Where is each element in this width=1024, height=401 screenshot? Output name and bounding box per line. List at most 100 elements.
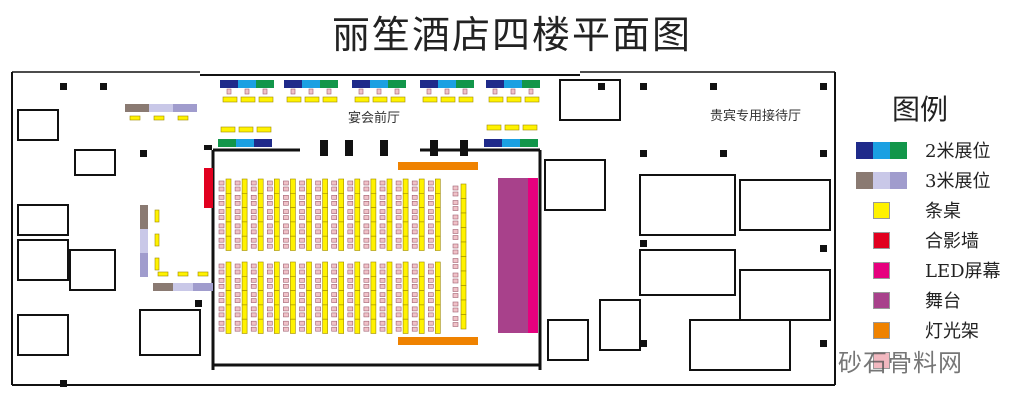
legend-item [855,350,907,370]
chair [218,229,225,235]
chair [452,229,459,234]
chair [347,180,354,186]
table [241,178,248,194]
chair [234,243,241,249]
table [460,183,467,199]
table [460,256,467,272]
table [286,96,302,103]
chair [299,312,305,318]
column [60,380,67,387]
table [241,221,248,237]
table [460,241,467,257]
chair [266,306,273,312]
table [257,221,264,237]
door [380,140,388,156]
table [402,207,409,223]
table [370,261,377,277]
column [640,83,647,90]
chair [234,283,241,289]
room [17,314,69,356]
chair [411,243,418,249]
table [370,178,377,194]
column [720,150,727,157]
table [290,207,296,223]
booth-2m [420,80,438,88]
chair [363,180,370,186]
chair [395,312,402,318]
table [370,304,377,320]
room-label-vip-lounge: 贵宾专用接待厅 [710,109,802,124]
booth-2m [388,80,406,88]
table [386,290,393,306]
room [689,319,791,371]
table [273,178,280,194]
chair [315,215,321,220]
table [273,290,280,306]
chair [462,88,468,95]
column [820,83,827,90]
chair [299,243,305,249]
chair [250,312,257,318]
chair [411,215,418,220]
chair [331,229,338,235]
table [460,212,467,228]
legend-title: 图例 [892,93,949,126]
table [386,221,393,237]
table [418,235,425,251]
table [306,304,312,320]
table [306,290,312,306]
chair [379,263,386,269]
chair [234,223,241,229]
table [273,207,280,223]
chair [234,312,241,318]
table [225,275,232,291]
booth-3m [140,229,148,253]
booth-3m [153,283,173,291]
door [430,140,438,156]
chair [234,237,241,243]
booth-2m [236,139,254,147]
table [418,304,425,320]
table [370,290,377,306]
chair [331,269,338,275]
chair [395,229,402,235]
chair [427,283,434,289]
table [222,96,238,103]
table [154,257,160,271]
light-rack [398,162,478,170]
chair [299,298,305,303]
table [290,193,296,208]
chair [379,209,386,214]
table [402,178,409,194]
chair [331,243,338,249]
table [290,235,296,251]
table [338,304,345,320]
table [434,290,441,306]
chair [266,292,273,297]
table [458,96,474,103]
chair [250,298,257,303]
table [386,235,393,251]
booth-2m [522,80,540,88]
table [306,178,312,194]
table [386,318,393,334]
chair [283,229,289,235]
booth-2m [238,80,256,88]
table [386,304,393,320]
booth-2m [520,139,538,147]
table [354,290,361,306]
chair [452,214,459,220]
chair [266,269,273,275]
chair [395,215,402,220]
chair [299,180,305,186]
chair [395,269,402,275]
table [197,271,209,277]
chair [283,312,289,318]
table [225,178,232,194]
chair [283,186,289,192]
table [257,193,264,208]
table [322,193,328,208]
table [338,178,345,194]
legend-label: 条桌 [925,201,961,222]
chair [427,186,434,192]
